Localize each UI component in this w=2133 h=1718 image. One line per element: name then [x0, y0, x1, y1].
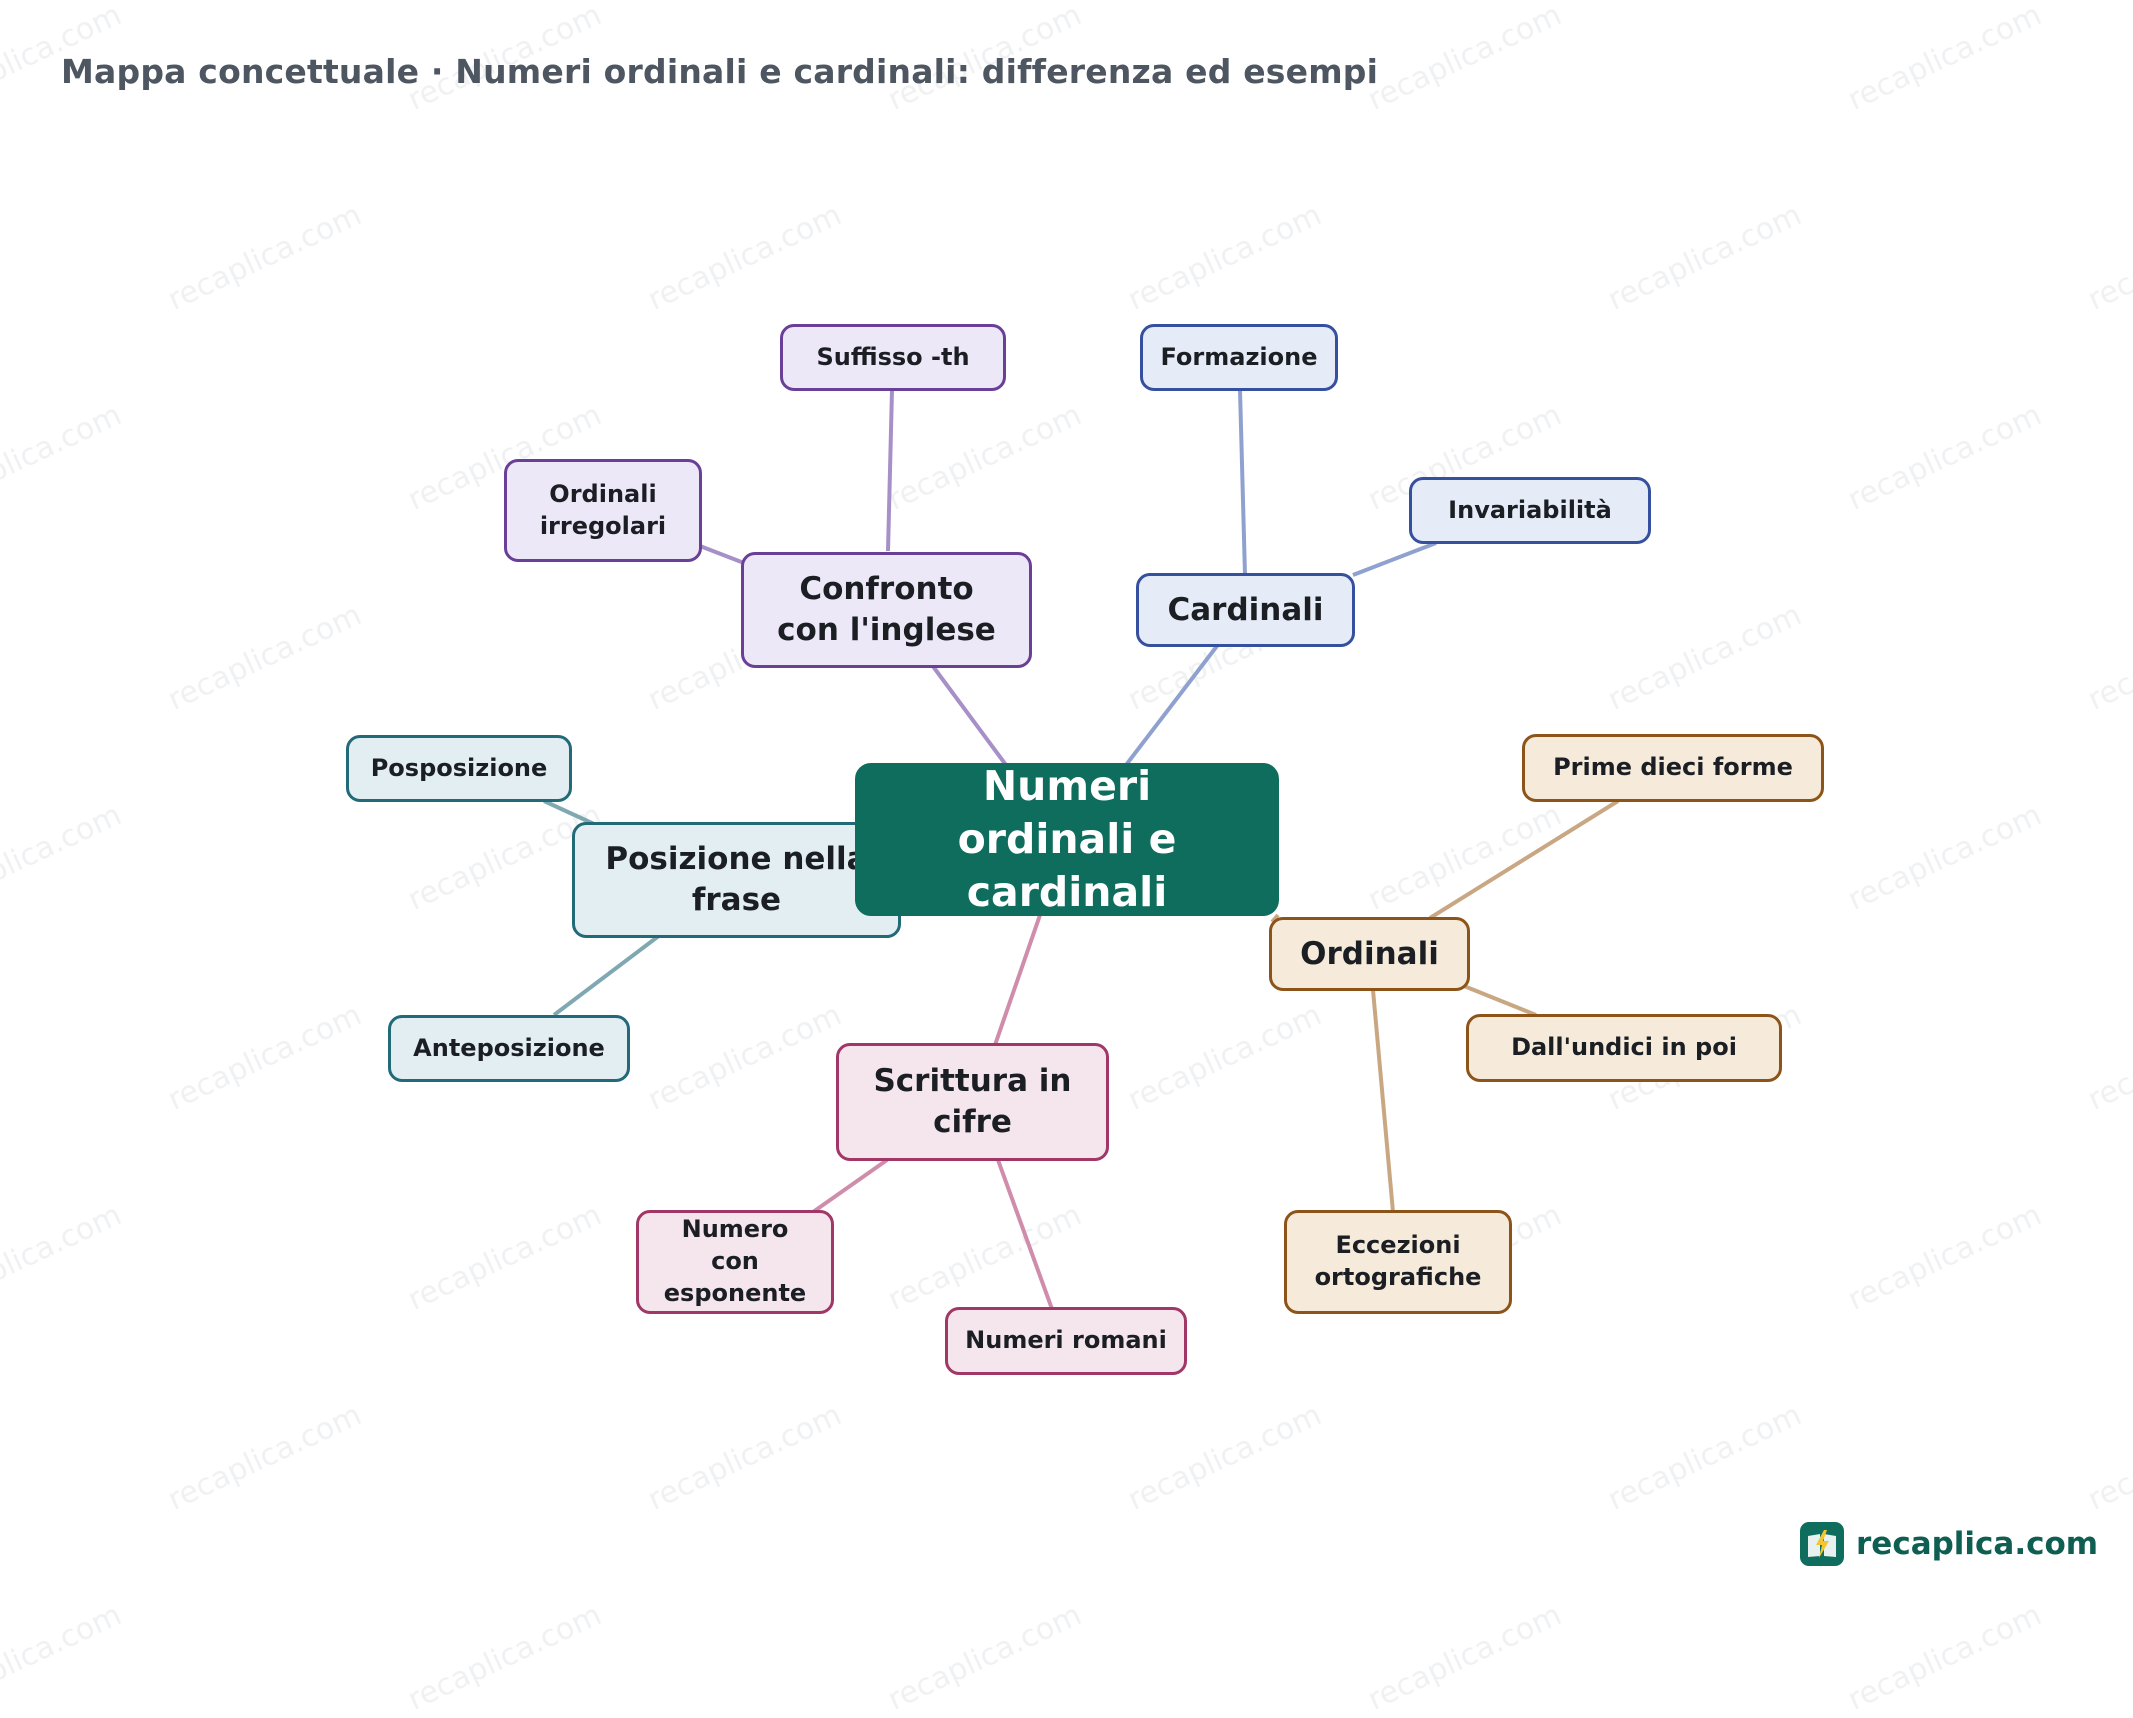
edge-cardinali-invariabilita [1352, 541, 1437, 577]
leaf-ordinali-irregolari[interactable]: Ordinali irregolari [504, 459, 702, 562]
watermark-text: recaplica.com [0, 1597, 127, 1718]
leaf-eccezioni-ortografiche[interactable]: Eccezioni ortografiche [1284, 1210, 1512, 1314]
brand-name: recaplica.com [1856, 1526, 2099, 1562]
branch-confronto[interactable]: Confronto con l'inglese [741, 552, 1032, 668]
watermark-text: recaplica.com [402, 1597, 607, 1718]
leaf-numero-esponente[interactable]: Numero con esponente [636, 1210, 834, 1314]
leaf-invariabilita[interactable]: Invariabilità [1409, 477, 1651, 544]
edge-ordinali-eccezioni [1371, 989, 1395, 1213]
brand-logo-link[interactable]: recaplica.com [1800, 1522, 2098, 1566]
edge-posizione-posposizione [543, 799, 595, 826]
leaf-eccezioni-ortografiche-label: Eccezioni ortografiche [1314, 1231, 1482, 1291]
leaf-ordinali-irregolari-label: Ordinali irregolari [539, 479, 667, 540]
edge-center-scrittura [993, 914, 1042, 1046]
edge-confronto-irregolari [699, 544, 745, 565]
branch-posizione-label: Posizione nella frase [605, 841, 868, 918]
leaf-dall-undici[interactable]: Dall'undici in poi [1466, 1014, 1782, 1082]
leaf-dall-undici-label: Dall'undici in poi [1511, 1033, 1737, 1062]
edge-confronto-suffisso [886, 389, 894, 552]
edge-center-confronto [930, 663, 1008, 767]
watermark-text: recaplica.com [1362, 1597, 1567, 1718]
leaf-suffisso-th-label: Suffisso -th [816, 342, 970, 371]
leaf-anteposizione-label: Anteposizione [413, 1033, 605, 1062]
branch-posizione[interactable]: Posizione nella frase [572, 822, 901, 938]
leaf-suffisso-th[interactable]: Suffisso -th [780, 324, 1006, 391]
edge-ordinali-prime [1428, 799, 1620, 920]
leaf-formazione[interactable]: Formazione [1140, 324, 1338, 391]
watermark-text: recaplica.com [1842, 1597, 2047, 1718]
edge-center-cardinali [1124, 644, 1219, 767]
page-title: Mappa concettuale · Numeri ordinali e ca… [61, 52, 1379, 91]
leaf-numeri-romani[interactable]: Numeri romani [945, 1307, 1187, 1375]
branch-cardinali[interactable]: Cardinali [1136, 573, 1355, 647]
lightning-book-icon [1800, 1522, 1844, 1566]
edge-ordinali-undici [1463, 984, 1537, 1017]
center-node[interactable]: Numeri ordinali e cardinali [855, 762, 1279, 916]
leaf-numeri-romani-label: Numeri romani [965, 1326, 1167, 1355]
edge-scrittura-esponente [811, 1158, 889, 1214]
leaf-posposizione[interactable]: Posposizione [346, 735, 572, 802]
branch-ordinali[interactable]: Ordinali [1269, 917, 1470, 991]
branch-ordinali-label: Ordinali [1300, 935, 1439, 972]
leaf-invariabilita-label: Invariabilità [1448, 495, 1612, 524]
branch-confronto-label: Confronto con l'inglese [777, 571, 996, 648]
leaf-prime-dieci-forme-label: Prime dieci forme [1553, 753, 1793, 782]
edge-cardinali-formazione [1238, 389, 1247, 576]
branch-scrittura-label: Scrittura in cifre [873, 1063, 1072, 1140]
watermark-text: recaplica.com [882, 1597, 1087, 1718]
edge-posizione-anteposizione [552, 933, 662, 1017]
branch-scrittura[interactable]: Scrittura in cifre [836, 1043, 1109, 1161]
leaf-prime-dieci-forme[interactable]: Prime dieci forme [1522, 734, 1824, 802]
leaf-posposizione-label: Posposizione [370, 753, 548, 782]
center-node-label: Numeri ordinali e cardinali [957, 761, 1177, 917]
branch-cardinali-label: Cardinali [1167, 591, 1324, 628]
edge-scrittura-romani [996, 1159, 1054, 1310]
leaf-numero-esponente-label: Numero con esponente [663, 1215, 807, 1307]
leaf-anteposizione[interactable]: Anteposizione [388, 1015, 630, 1082]
leaf-formazione-label: Formazione [1160, 342, 1318, 371]
